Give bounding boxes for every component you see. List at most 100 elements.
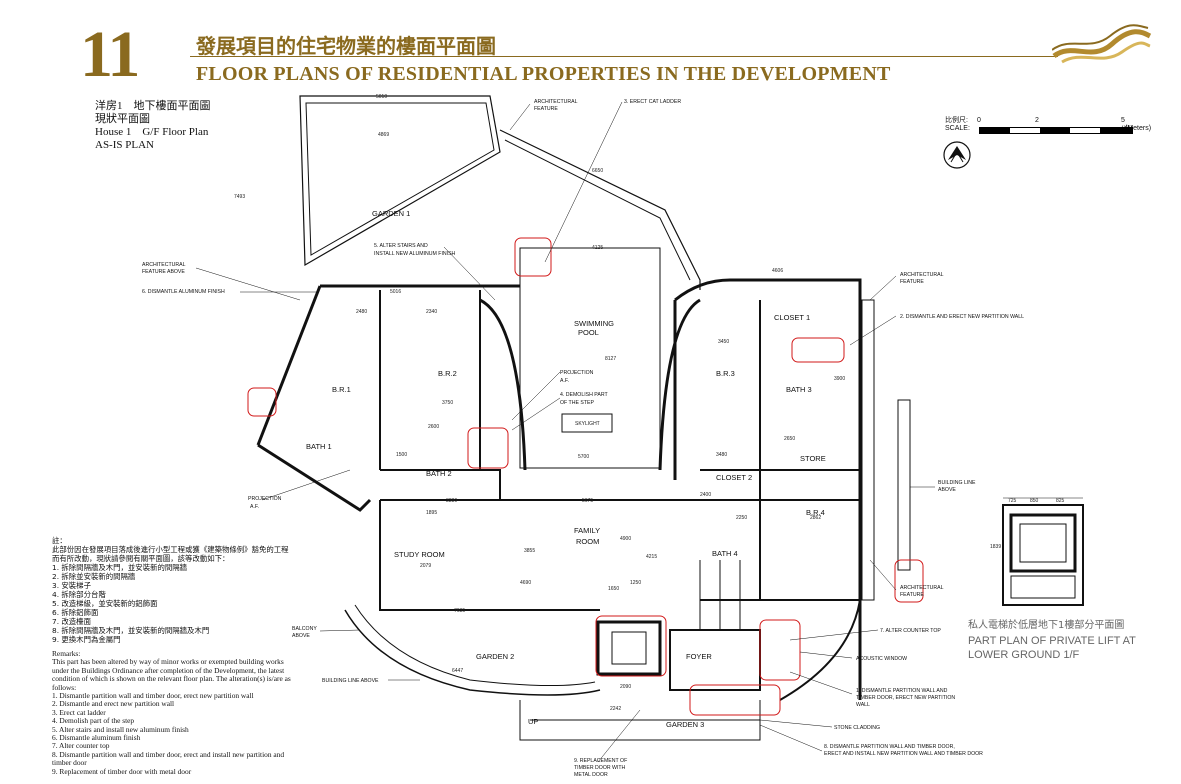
dim-1895: 1895 [426, 510, 437, 516]
room-store: STORE [800, 454, 826, 463]
dim-3380: 3380 [446, 498, 457, 504]
dim-5675: 5675 [582, 498, 593, 504]
remarks-heading: Remarks: [52, 649, 81, 658]
dim-6447: 6447 [452, 668, 463, 674]
callout-arch-right2-2: FEATURE [900, 592, 924, 598]
dim-5010: 5010 [376, 94, 387, 100]
dim-3855: 3855 [524, 548, 535, 554]
dim-4900: 4900 [620, 536, 631, 542]
room-bath1: BATH 1 [306, 442, 332, 451]
dim-3450: 3450 [718, 339, 729, 345]
scale-graphic [979, 127, 1133, 134]
remarks-item: 3. Erect cat ladder [52, 707, 106, 717]
callout-demolish-step-2: OF THE STEP [560, 400, 594, 406]
plan-info-cn-1: 洋房1 地下樓面平面圖 [95, 100, 211, 112]
callout-projection-1-1: PROJECTION [248, 496, 282, 502]
room-skylight: SKYLIGHT [575, 421, 600, 427]
room-closet2: CLOSET 2 [716, 473, 752, 482]
dim-7635: 7635 [454, 608, 465, 614]
room-br4: B.R.4 [806, 508, 825, 517]
scale-label-cn: 比例尺: [945, 117, 968, 124]
room-br2: B.R.2 [438, 369, 457, 378]
callout-acoustic-window: ACOUSTIC WINDOW [856, 656, 907, 662]
dim-3900: 3900 [834, 376, 845, 382]
notes-cn-heading: 註： [52, 536, 67, 545]
callout-dismantle-8-1: 8. DISMANTLE PARTITION WALL AND TIMBER D… [824, 744, 955, 750]
notes-cn-item: 5. 改造梯級，並安裝新的鋁飾面 [52, 599, 158, 608]
room-bath2: BATH 2 [426, 469, 452, 478]
callout-alter-counter: 7. ALTER COUNTER TOP [880, 628, 941, 634]
scale-label-en: SCALE: [945, 125, 970, 132]
dim-3480: 3480 [716, 452, 727, 458]
room-garden-2: GARDEN 2 [476, 652, 514, 661]
callout-cat-ladder: 3. ERECT CAT LADDER [624, 99, 681, 105]
callout-arch-feature-top-2: FEATURE [534, 106, 558, 112]
lift-plan-title-cn: 私人電梯於低層地下1樓部分平面圖 [968, 620, 1125, 631]
room-closet1: CLOSET 1 [774, 313, 810, 322]
dim-4690: 4690 [520, 580, 531, 586]
remarks-item: 8. Dismantle partition wall and timber d… [52, 749, 285, 768]
dim-2242: 2242 [610, 706, 621, 712]
brand-wave-logo [1052, 24, 1152, 64]
page-title-cn: 發展項目的住宅物業的樓面平面圖 [196, 34, 496, 58]
skylight-box [561, 413, 613, 433]
callout-building-line-above-left: BUILDING LINE ABOVE [322, 678, 379, 684]
room-foyer: FOYER [686, 652, 712, 661]
dim-2480: 2480 [356, 309, 367, 315]
scale-tick-0: 0 [977, 117, 981, 124]
callout-arch-right2-1: ARCHITECTURAL [900, 585, 944, 591]
north-arrow-icon [943, 141, 971, 169]
remarks-item: 9. Replacement of timber door with metal… [52, 766, 192, 776]
dim-725: 725 [1008, 498, 1017, 504]
callout-arch-above-1: ARCHITECTURAL [142, 262, 186, 268]
notes-cn-item: 8. 拆除間隔牆及木門，並安裝新的間隔牆及木門 [52, 626, 210, 635]
dim-2400: 2400 [700, 492, 711, 498]
plan-info-en-2: AS-IS PLAN [95, 139, 154, 151]
room-family-2: ROOM [576, 537, 599, 546]
remarks-item: 5. Alter stairs and install new aluminum… [52, 724, 189, 734]
plan-info: 洋房1 地下樓面平面圖 現狀平面圖 House 1 G/F Floor Plan… [95, 100, 211, 152]
callout-dismantle-alu: 6. DISMANTLE ALUMINUM FINISH [142, 289, 225, 295]
stair-up-label: UP [528, 717, 538, 726]
callout-replace-door-2: TIMBER DOOR WITH [574, 765, 626, 771]
remarks-en: Remarks: This part has been altered by w… [52, 649, 292, 776]
callout-dismantle-1-1: 1. DISMANTLE PARTITION WALL AND [856, 688, 948, 694]
remarks-item: 2. Dismantle and erect new partition wal… [52, 699, 175, 709]
dim-4869: 4869 [378, 132, 389, 138]
callout-dismantle-1-3: WALL [856, 702, 870, 708]
remarks-item: 6. Dismantle aluminum finish [52, 733, 141, 743]
room-garden-3: GARDEN 3 [666, 720, 704, 729]
callout-arch-right-2: FEATURE [900, 279, 924, 285]
dim-2862: 2862 [810, 515, 821, 521]
room-pool-1: SWIMMING [574, 319, 614, 328]
notes-cn-item: 4. 拆除部分台階 [52, 590, 106, 599]
notes-cn-item: 9. 更換木門為金屬門 [52, 635, 121, 644]
remarks-item: 1. Dismantle partition wall and timber d… [52, 691, 254, 701]
callout-alter-stairs-1: 5. ALTER STAIRS AND [374, 243, 428, 249]
callout-building-line-above-1: BUILDING LINE [938, 480, 976, 486]
callout-arch-feature-top-1: ARCHITECTURAL [534, 99, 578, 105]
header-divider [190, 56, 1058, 57]
dim-2650: 2650 [784, 436, 795, 442]
dim-1250: 1250 [630, 580, 641, 586]
room-pool-2: POOL [578, 328, 599, 337]
dim-2250: 2250 [736, 515, 747, 521]
callout-replace-door-3: METAL DOOR [574, 772, 608, 778]
dim-2600: 2600 [428, 424, 439, 430]
plan-info-en-1: House 1 G/F Floor Plan [95, 126, 209, 138]
notes-cn-item: 1. 拆除間隔牆及木門，並安裝新的間隔牆 [52, 563, 188, 572]
dim-3750: 3750 [442, 400, 453, 406]
callout-arch-above-2: FEATURE ABOVE [142, 269, 185, 275]
callout-alter-stairs-2: INSTALL NEW ALUMINUM FINISH [374, 251, 456, 257]
callout-arch-right-1: ARCHITECTURAL [900, 272, 944, 278]
room-bath4: BATH 4 [712, 549, 738, 558]
room-family-1: FAMILY [574, 526, 600, 535]
dim-825: 825 [1056, 498, 1065, 504]
remarks-item: 7. Alter counter top [52, 741, 110, 751]
callout-projection-2-2: A.F. [560, 378, 569, 384]
dim-2079: 2079 [420, 563, 431, 569]
scale-tick-2: 2 [1035, 117, 1039, 124]
notes-cn-item: 2. 拆除並安裝新的間隔牆 [52, 572, 136, 581]
notes-cn-item: 6. 拆除鋁飾面 [52, 608, 99, 617]
